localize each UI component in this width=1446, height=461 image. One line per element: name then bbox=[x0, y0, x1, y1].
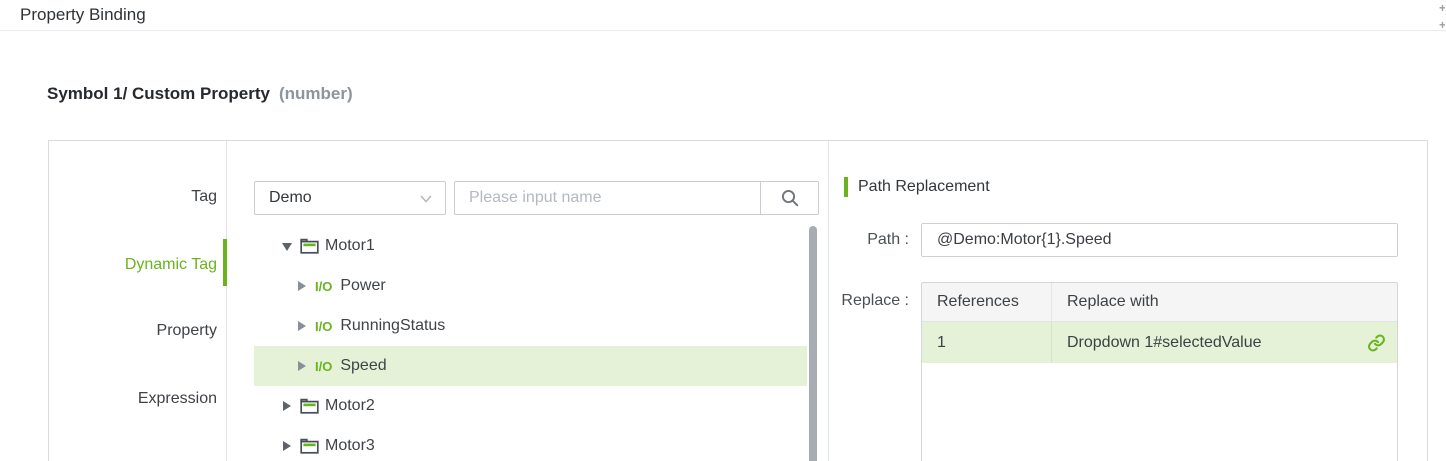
tag-source-value: Demo bbox=[269, 189, 312, 206]
binding-mode-sidebar: Tag Dynamic Tag Property Expression bbox=[49, 141, 227, 461]
expand-caret-icon[interactable] bbox=[282, 441, 292, 451]
folder-icon bbox=[300, 238, 319, 254]
expand-caret-icon[interactable] bbox=[297, 281, 307, 291]
sidebar-item-expression[interactable]: Expression bbox=[137, 390, 217, 407]
path-label: Path : bbox=[867, 231, 909, 248]
binding-target-name: Symbol 1/ Custom Property bbox=[47, 84, 270, 103]
folder-icon bbox=[300, 438, 319, 454]
search-button[interactable] bbox=[760, 182, 818, 214]
expand-caret-icon[interactable] bbox=[282, 401, 292, 411]
io-tag-icon: I/O bbox=[315, 318, 333, 334]
cut-off-icon[interactable]: + bbox=[1439, 2, 1445, 15]
sidebar-divider bbox=[226, 141, 227, 461]
io-tag-icon: I/O bbox=[315, 358, 333, 374]
sidebar-item-tag[interactable]: Tag bbox=[191, 188, 217, 205]
replace-label: Replace : bbox=[841, 292, 909, 309]
collapse-caret-icon[interactable] bbox=[282, 241, 292, 251]
tree-node-label: RunningStatus bbox=[340, 317, 446, 334]
cut-off-icon[interactable]: + bbox=[1439, 19, 1445, 32]
tree-node-label: Motor2 bbox=[325, 397, 375, 414]
references-header: References bbox=[922, 283, 1052, 321]
tag-source-dropdown[interactable]: Demo bbox=[254, 181, 446, 215]
replace-with-value: Dropdown 1#selectedValue bbox=[1067, 333, 1262, 351]
replace-with-cell: Dropdown 1#selectedValue bbox=[1052, 322, 1397, 363]
search-icon bbox=[781, 189, 798, 207]
replace-table-row[interactable]: 1 Dropdown 1#selectedValue bbox=[922, 322, 1397, 363]
dialog-title: Property Binding bbox=[20, 5, 146, 24]
replace-table-header-row: References Replace with bbox=[922, 283, 1397, 322]
section-accent-bar bbox=[844, 177, 848, 197]
replace-table: References Replace with 1 Dropdown 1#sel… bbox=[921, 282, 1398, 461]
tree-scrollbar-thumb[interactable] bbox=[809, 226, 817, 461]
tag-search-input[interactable] bbox=[455, 182, 760, 214]
tree-row-runningstatus[interactable]: I/O RunningStatus bbox=[254, 306, 807, 346]
binding-target-heading: Symbol 1/ Custom Property (number) bbox=[47, 84, 353, 104]
tree-node-label: Speed bbox=[340, 357, 387, 374]
sidebar-item-dynamic-tag[interactable]: Dynamic Tag bbox=[124, 256, 217, 273]
tree-node-label: Motor3 bbox=[325, 437, 375, 454]
tree-node-label: Motor1 bbox=[325, 237, 375, 254]
tag-search-box bbox=[454, 181, 819, 215]
link-icon[interactable] bbox=[1367, 333, 1386, 352]
path-replacement-title: Path Replacement bbox=[858, 178, 990, 195]
binding-panel: Tag Dynamic Tag Property Expression Demo bbox=[48, 140, 1428, 461]
tree-row-motor1[interactable]: Motor1 bbox=[254, 226, 807, 266]
active-item-indicator bbox=[223, 239, 227, 286]
cut-off-corner-icons[interactable]: + + bbox=[1436, 2, 1446, 32]
io-tag-icon: I/O bbox=[315, 278, 333, 294]
replace-with-header: Replace with bbox=[1067, 293, 1159, 310]
binding-type-badge: (number) bbox=[278, 84, 353, 103]
dialog-titlebar: Property Binding + + bbox=[0, 0, 1446, 32]
panel-divider bbox=[828, 141, 829, 461]
path-input[interactable] bbox=[921, 223, 1398, 257]
expand-caret-icon[interactable] bbox=[297, 321, 307, 331]
reference-cell: 1 bbox=[922, 322, 1052, 363]
sidebar-item-property[interactable]: Property bbox=[156, 322, 217, 339]
folder-icon bbox=[300, 398, 319, 414]
chevron-down-icon bbox=[420, 195, 432, 203]
tree-row-motor2[interactable]: Motor2 bbox=[254, 386, 807, 426]
tree-node-label: Power bbox=[340, 277, 386, 294]
tree-row-motor3[interactable]: Motor3 bbox=[254, 426, 807, 461]
tree-row-speed-selected[interactable]: I/O Speed bbox=[254, 346, 807, 386]
expand-caret-icon[interactable] bbox=[297, 361, 307, 371]
tree-row-power[interactable]: I/O Power bbox=[254, 266, 807, 306]
